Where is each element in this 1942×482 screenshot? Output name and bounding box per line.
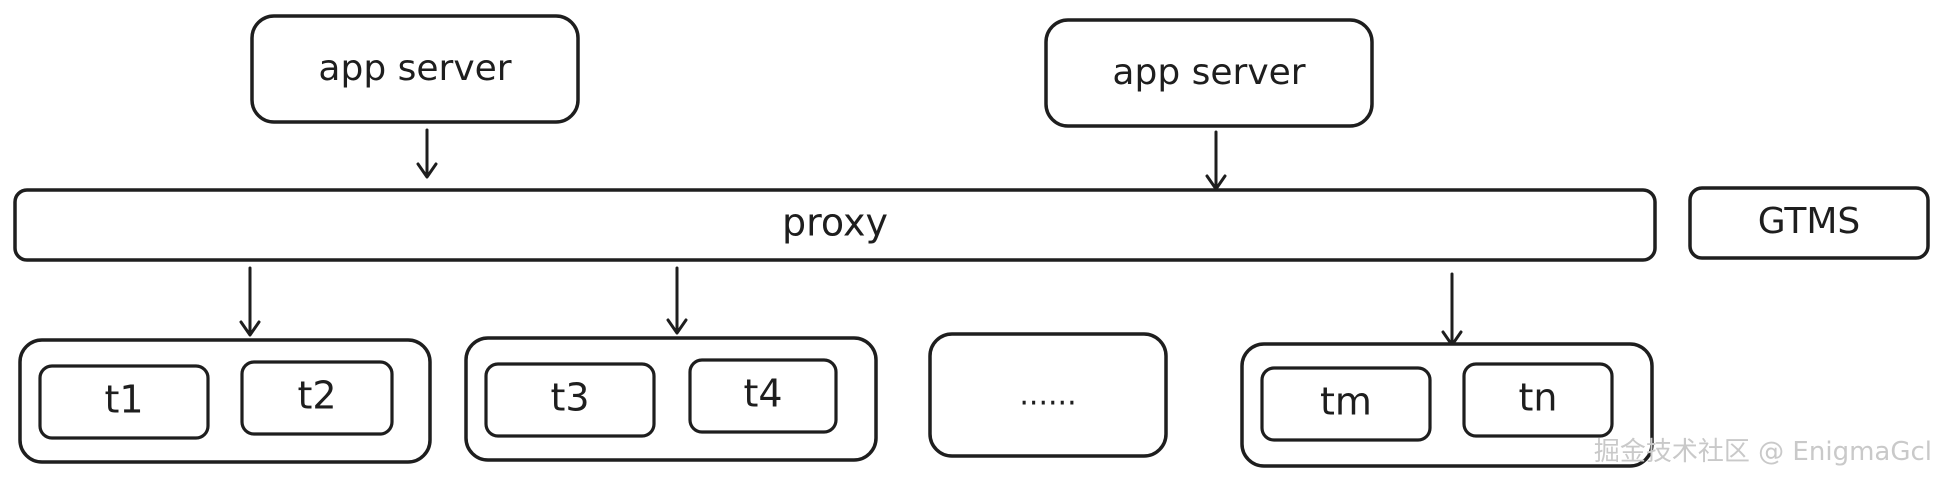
proxy-label: proxy (782, 201, 888, 245)
node-t4-box (688, 358, 838, 434)
watermark-text: 掘金技术社区 @ EnigmaGcl (1594, 437, 1932, 467)
node-t3-box (484, 362, 656, 438)
node-t3-label: t3 (550, 376, 589, 420)
app-server-right-box (1044, 18, 1374, 128)
node-t2-box (240, 360, 394, 436)
proxy-box (13, 188, 1657, 262)
node-t1-box (38, 364, 210, 440)
group-tm-tn[interactable]: tm tn (1240, 342, 1654, 468)
app-server-left[interactable]: app server (250, 14, 580, 124)
arrow-proxy-to-group-2 (666, 266, 688, 335)
node-tm-label: tm (1320, 380, 1372, 424)
node-t3[interactable]: t3 (484, 362, 656, 438)
node-t1-label: t1 (104, 378, 143, 422)
arrow-proxy-to-group-4 (1441, 272, 1463, 347)
proxy-bar[interactable]: proxy (13, 188, 1657, 262)
node-tm-box (1260, 366, 1432, 442)
gtms-box (1688, 186, 1930, 260)
node-t2[interactable]: t2 (240, 360, 394, 436)
group-3-box (928, 332, 1168, 458)
app-server-left-label: app server (318, 48, 511, 89)
node-t4-label: t4 (743, 372, 782, 416)
app-server-left-box (250, 14, 580, 124)
gtms-node[interactable]: GTMS (1688, 186, 1930, 260)
node-t1[interactable]: t1 (38, 364, 210, 440)
app-server-right-label: app server (1112, 52, 1305, 93)
group-t1-t2[interactable]: t1 t2 (18, 338, 432, 464)
arrow-app-right-to-proxy (1205, 130, 1227, 191)
node-t2-label: t2 (297, 374, 336, 418)
arrow-proxy-to-group-1 (239, 266, 261, 337)
node-tm[interactable]: tm (1260, 366, 1432, 442)
node-tn-box (1462, 362, 1614, 438)
node-tn[interactable]: tn (1462, 362, 1614, 438)
app-server-right[interactable]: app server (1044, 18, 1374, 128)
node-t4[interactable]: t4 (688, 358, 838, 434)
node-tn-label: tn (1519, 376, 1558, 420)
ellipsis-label: ...... (1019, 378, 1076, 413)
arrow-app-left-to-proxy (416, 128, 438, 179)
gtms-label: GTMS (1758, 201, 1861, 242)
group-ellipsis[interactable]: ...... (928, 332, 1168, 458)
group-t3-t4[interactable]: t3 t4 (464, 336, 878, 462)
